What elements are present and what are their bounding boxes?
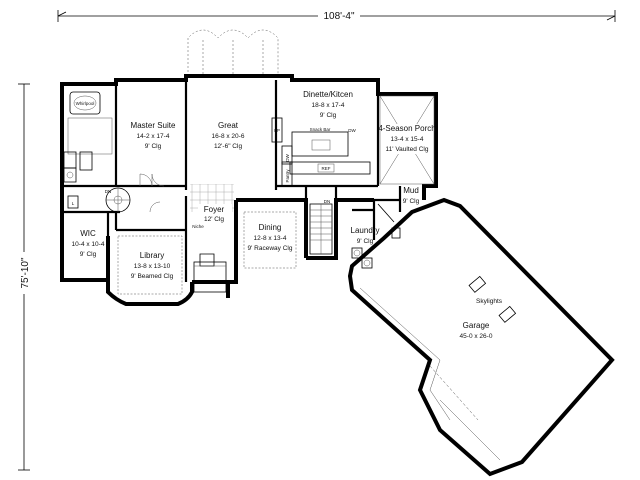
garage-dims: 45-0 x 26-0 bbox=[460, 333, 493, 340]
room-laundry: Laundry 9' Clg bbox=[351, 226, 380, 245]
mud-name: Mud bbox=[403, 186, 419, 195]
room-wic: WIC 10-4 x 10-4 9' Clg bbox=[72, 229, 105, 258]
master-suite-dims: 14-2 x 17-4 bbox=[137, 133, 170, 140]
room-mud: Mud 9' Clg bbox=[403, 186, 420, 205]
dw-label: DW bbox=[348, 128, 356, 133]
raceway-outline bbox=[243, 211, 297, 269]
depth-label: 75'-10" bbox=[20, 257, 31, 288]
great-dims: 16-8 x 20-6 bbox=[212, 133, 245, 140]
room-foyer: Foyer 12' Clg bbox=[198, 204, 232, 224]
interior-walls bbox=[62, 80, 402, 282]
basement-stair-dn: DN bbox=[324, 199, 331, 204]
room-four-season-porch: 4-Season Porch 13-4 x 15-4 11' Vaulted C… bbox=[378, 124, 436, 154]
fp-label: FP bbox=[274, 128, 280, 133]
kitchen-fixtures: Snack Bar DW REF DW Pantry bbox=[281, 127, 371, 187]
room-master-suite: Master Suite 14-2 x 17-4 9' Clg bbox=[131, 121, 176, 150]
dinette-kitchen-name: Dinette/Kitcen bbox=[303, 90, 353, 99]
room-dinette-kitchen: Dinette/Kitcen 18-8 x 17-4 9' Clg bbox=[303, 90, 353, 119]
spiral-stair: DN bbox=[105, 187, 131, 213]
laundry-ceiling: 9' Clg bbox=[357, 238, 374, 245]
garage-name: Garage bbox=[463, 321, 490, 330]
library-dims: 13-8 x 13-10 bbox=[134, 263, 171, 270]
basement-stair: DN bbox=[309, 199, 333, 255]
wic-name: WIC bbox=[80, 229, 96, 238]
dw-side-label: DW bbox=[285, 154, 290, 162]
width-dimension: 108'-4" bbox=[57, 8, 616, 22]
wic-dims: 10-4 x 10-4 bbox=[72, 241, 105, 248]
room-dining: Dining 12-8 x 13-4 9' Raceway Clg bbox=[248, 223, 293, 252]
ref-label: REF bbox=[322, 166, 331, 171]
library-beams bbox=[117, 235, 183, 295]
porch-ceiling: 11' Vaulted Clg bbox=[386, 146, 429, 153]
laundry-name: Laundry bbox=[351, 226, 380, 235]
great-name: Great bbox=[218, 121, 239, 130]
garage-skylights-label: Skylights bbox=[476, 298, 503, 305]
pantry-label: Pantry bbox=[285, 169, 290, 183]
mud-bench bbox=[377, 203, 401, 239]
whirlpool-label: Whirlpool bbox=[76, 101, 95, 106]
room-great: Great 16-8 x 20-6 12'-6" Clg bbox=[212, 121, 245, 150]
great-ceiling: 12'-6" Clg bbox=[214, 143, 243, 150]
room-library: Library 13-8 x 13-10 9' Beamed Clg bbox=[122, 250, 180, 280]
fireplace: FP bbox=[271, 117, 283, 143]
front-entry bbox=[193, 261, 227, 293]
rear-bay-windows bbox=[187, 29, 279, 76]
porch-name: 4-Season Porch bbox=[378, 124, 435, 133]
laundry-fixtures bbox=[351, 247, 373, 269]
porch-dims: 13-4 x 15-4 bbox=[391, 136, 424, 143]
foyer-ceiling: 12' Clg bbox=[204, 216, 224, 223]
dining-name: Dining bbox=[259, 223, 282, 232]
dinette-kitchen-dims: 18-8 x 17-4 bbox=[312, 102, 345, 109]
wic-ceiling: 9' Clg bbox=[80, 251, 97, 258]
niche-label: Niche bbox=[192, 224, 204, 229]
master-suite-name: Master Suite bbox=[131, 121, 176, 130]
foyer-name: Foyer bbox=[204, 205, 225, 214]
mud-ceiling: 9' Clg bbox=[403, 198, 420, 205]
garage-skylights bbox=[359, 275, 517, 461]
dinette-kitchen-ceiling: 9' Clg bbox=[320, 112, 337, 119]
depth-dimension: 75'-10" bbox=[17, 83, 31, 471]
master-bath-fixtures: Whirlpool L bbox=[63, 91, 113, 209]
master-suite-ceiling: 9' Clg bbox=[145, 143, 162, 150]
dining-ceiling: 9' Raceway Clg bbox=[248, 245, 293, 252]
spiral-stair-dn: DN bbox=[105, 189, 112, 194]
room-garage: Skylights Garage 45-0 x 26-0 bbox=[460, 298, 503, 340]
library-ceiling: 9' Beamed Clg bbox=[131, 273, 174, 280]
width-label: 108'-4" bbox=[323, 11, 354, 22]
library-name: Library bbox=[140, 251, 164, 260]
snack-bar-label: Snack Bar bbox=[310, 127, 331, 132]
l-label: L bbox=[72, 201, 75, 206]
dining-dims: 12-8 x 13-4 bbox=[254, 235, 287, 242]
